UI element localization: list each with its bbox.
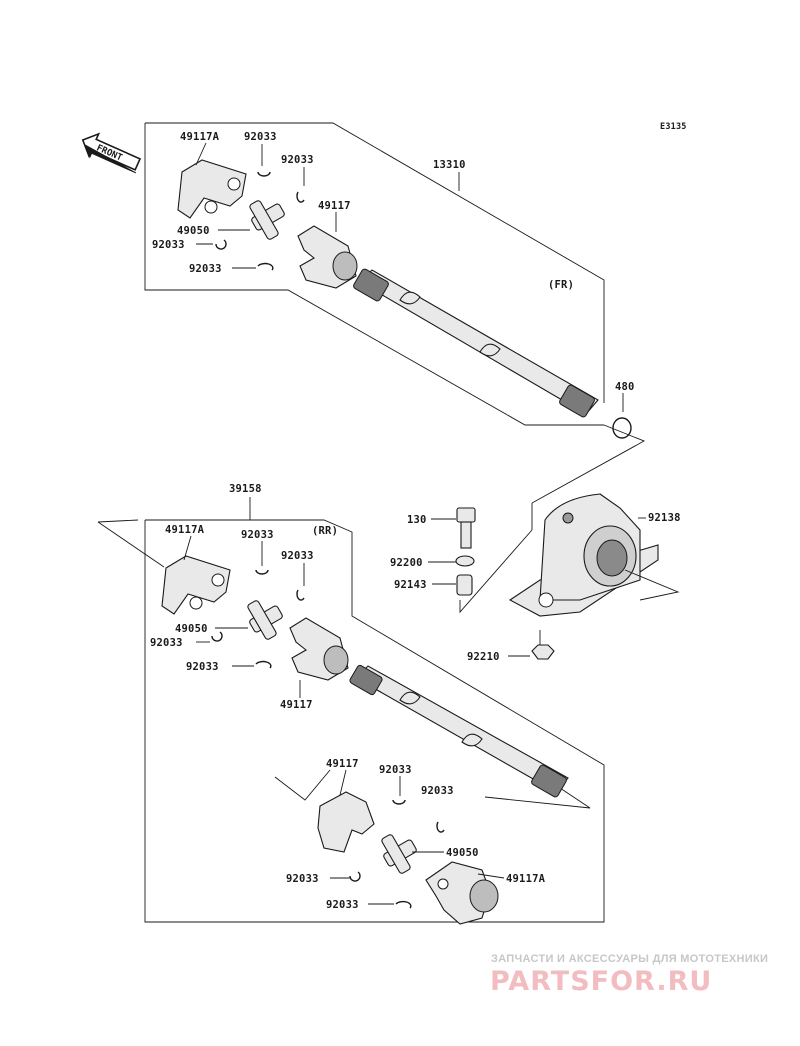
rear-circlip-f [436, 821, 445, 833]
callout-92033-front-c: 92033 [152, 239, 185, 251]
collar-92143 [456, 574, 473, 596]
snap-ring-480 [612, 417, 632, 439]
front-cross-joint-49050 [249, 200, 285, 240]
front-circlip-a [257, 171, 271, 177]
callout-92143: 92143 [394, 579, 427, 591]
callout-92033-rear-f: 92033 [421, 785, 454, 797]
rear-circlip-e [392, 799, 406, 805]
front-arrow-icon: FRONT [81, 132, 142, 174]
callout-49117-front: 49117 [318, 200, 351, 212]
bearing-housing-92138 [508, 493, 659, 617]
callout-49117-rear-bottom: 49117 [326, 758, 359, 770]
front-drive-shaft [353, 268, 599, 418]
rear-yoke-49117A-bottom [425, 861, 499, 925]
callout-92138: 92138 [648, 512, 681, 524]
callout-49117A-rear-bottom: 49117A [506, 873, 546, 885]
rear-drive-shaft [349, 664, 569, 798]
rear-circlip-b [296, 589, 305, 601]
rear-circlip-h [395, 900, 412, 909]
callout-92033-rear-a: 92033 [241, 529, 274, 541]
rear-tag: (RR) [312, 525, 338, 537]
callout-92033-rear-h: 92033 [326, 899, 359, 911]
rear-circlip-c [211, 631, 223, 642]
watermark-site: PARTSFOR.RU [490, 966, 712, 997]
front-yoke-49117 [297, 225, 358, 289]
callout-92210: 92210 [467, 651, 500, 663]
callout-92033-rear-e: 92033 [379, 764, 412, 776]
bolt-130 [456, 507, 476, 549]
callout-49050-front: 49050 [177, 225, 210, 237]
diagram-code: E3135 [660, 122, 687, 132]
callout-92033-front-a: 92033 [244, 131, 277, 143]
watermark: ЗАПЧАСТИ И АКСЕССУАРЫ ДЛЯ МОТОТЕХНИКИ PA… [490, 953, 768, 997]
rear-yoke-49117-top [289, 617, 349, 681]
callout-13310: 13310 [433, 159, 466, 171]
nut-92210 [531, 644, 555, 660]
callout-49050-rear-top: 49050 [175, 623, 208, 635]
rear-cross-joint-49050-bottom [381, 834, 417, 874]
front-yoke-49117A [177, 159, 247, 219]
rear-circlip-a [255, 569, 269, 575]
front-circlip-c [215, 239, 227, 250]
rear-shaft-group: 39158 49117A 92033 (RR) 92033 49050 9203… [97, 483, 605, 925]
callout-92033-rear-c: 92033 [150, 637, 183, 649]
front-circlip-b [296, 191, 305, 203]
rear-circlip-d [255, 660, 272, 669]
callout-92033-front-b: 92033 [281, 154, 314, 166]
callout-92033-rear-g: 92033 [286, 873, 319, 885]
callout-49117A-rear-top: 49117A [165, 524, 205, 536]
rear-yoke-49117-bottom [317, 791, 375, 853]
callout-92033-front-d: 92033 [189, 263, 222, 275]
rear-yoke-49117A-top [161, 555, 231, 615]
callout-92033-rear-d: 92033 [186, 661, 219, 673]
callout-49050-rear-bottom: 49050 [446, 847, 479, 859]
center-bearing-group: 130 92200 92143 92138 92210 [390, 493, 681, 663]
rear-circlip-g [349, 871, 361, 882]
callout-92200: 92200 [390, 557, 423, 569]
callout-130: 130 [407, 514, 427, 526]
callout-92033-rear-b: 92033 [281, 550, 314, 562]
front-tag: (FR) [548, 279, 574, 291]
washer-92200 [455, 555, 475, 567]
front-shaft-group: 49117A 92033 92033 13310 49117 49050 920… [144, 122, 635, 439]
watermark-tagline: ЗАПЧАСТИ И АКСЕССУАРЫ ДЛЯ МОТОТЕХНИКИ [491, 953, 768, 965]
callout-49117-rear-top: 49117 [280, 699, 313, 711]
callout-49117A-front: 49117A [180, 131, 220, 143]
front-circlip-d [257, 262, 274, 271]
callout-39158: 39158 [229, 483, 262, 495]
callout-480: 480 [615, 381, 635, 393]
rear-cross-joint-49050-top [247, 600, 283, 640]
